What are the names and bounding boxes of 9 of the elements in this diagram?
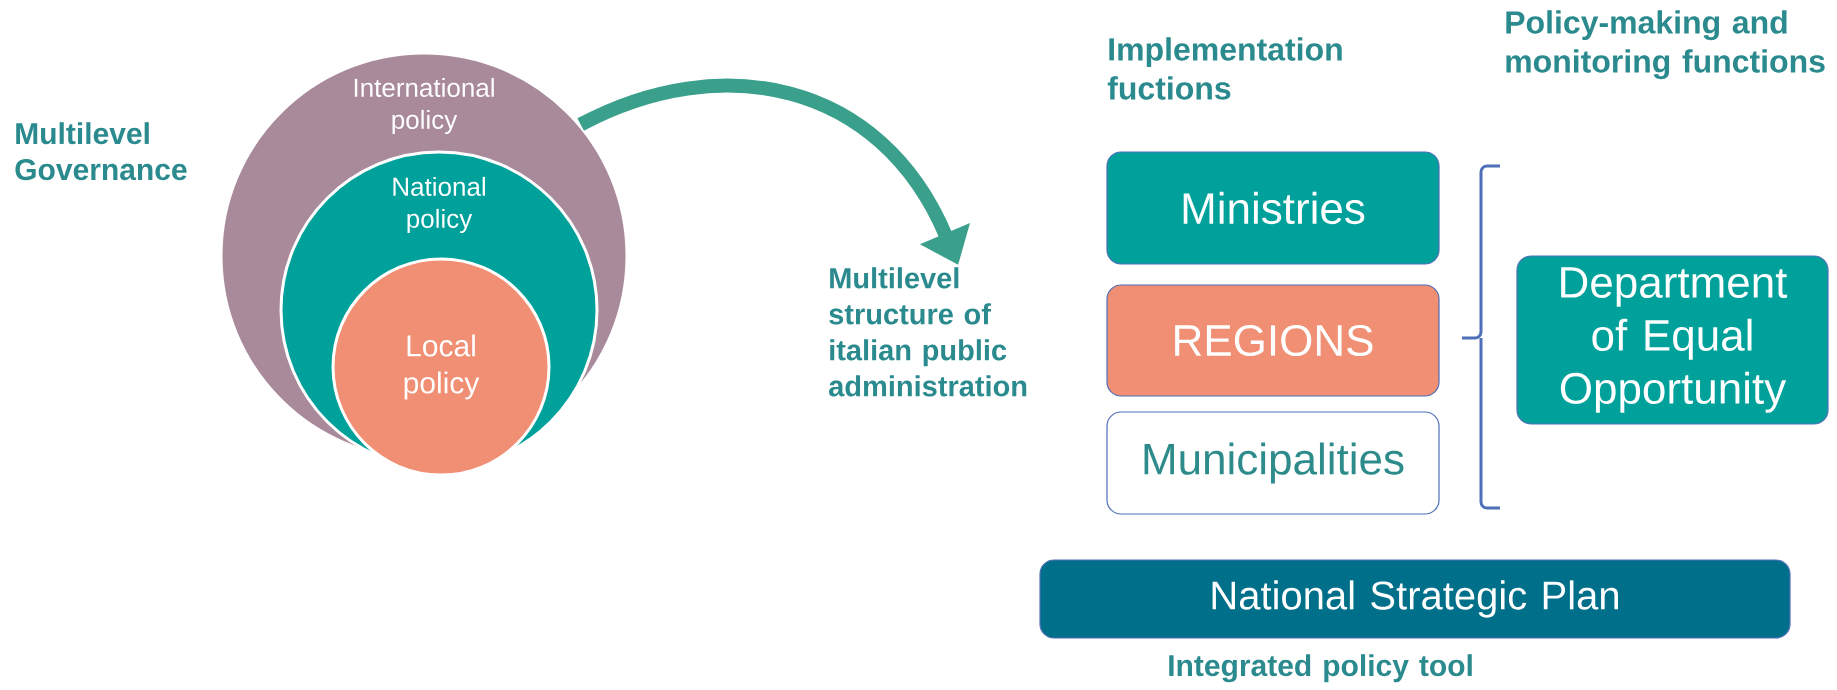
structure-heading: Multilevel structure of italian public administration — [829, 267, 1027, 397]
department-box: Department of Equal Opportunity — [1516, 255, 1829, 425]
plan-box: National Strategic Plan — [1039, 559, 1791, 639]
ministries-box: Ministries — [1106, 151, 1440, 265]
heading: Multilevel Governance — [15, 122, 187, 181]
municipalities-box: Municipalities — [1106, 411, 1440, 515]
regions-box: REGIONS — [1106, 284, 1440, 397]
heading: Implementation fuctions — [1107, 37, 1342, 100]
heading: Policy-making and monitoring functions — [1506, 10, 1825, 80]
